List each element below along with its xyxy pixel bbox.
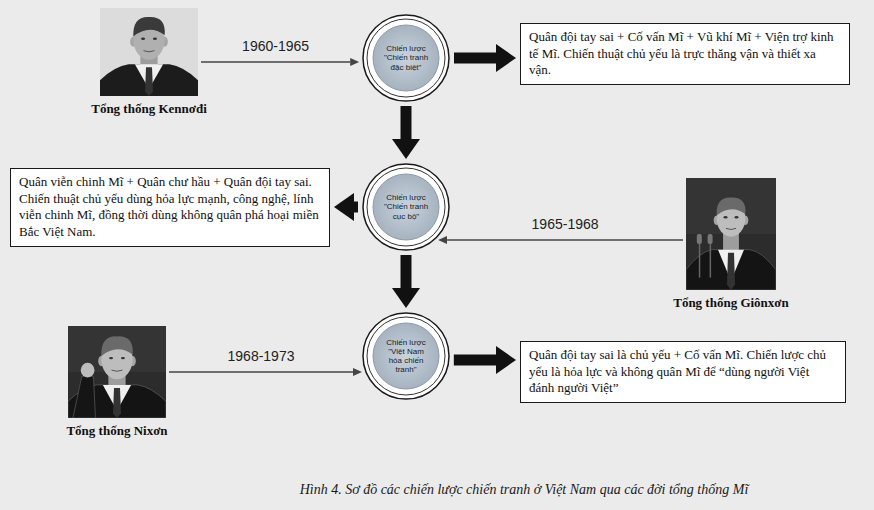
flow-arrow (454, 355, 496, 366)
president-name: Tổng thống Giônxơn (673, 295, 789, 311)
portrait-illustration (686, 178, 776, 290)
period-label: 1960-1965 (242, 38, 309, 54)
period-arrow (169, 371, 353, 372)
period-arrow (201, 61, 350, 62)
description-box: Quân viễn chinh Mĩ + Quân chư hầu + Quân… (10, 168, 330, 247)
flow-arrow (454, 53, 496, 64)
strategy-name: Chiến lược "Chiến tranh đặc biệt" (381, 44, 431, 72)
period-label: 1968-1973 (228, 348, 295, 364)
description-box: Quân đội tay sai + Cố vấn Mĩ + Vũ khí Mĩ… (520, 23, 850, 85)
figure-caption: Hình 4. Sơ đồ các chiến lược chiến tranh… (300, 482, 749, 498)
description-text: Quân đội tay sai là chủ yếu + Cố vấn Mĩ.… (529, 347, 837, 397)
description-box: Quân đội tay sai là chủ yếu + Cố vấn Mĩ.… (520, 341, 846, 403)
strategy-name: Chiến lược "Việt Nam hóa chiến tranh" (381, 338, 431, 375)
strategy-circle: Chiến lược "Chiến tranh đặc biệt" (362, 14, 450, 102)
flow-arrow (354, 202, 358, 213)
president-name: Tổng thống Nixơn (66, 423, 167, 439)
president-portrait: Tổng thống Nixơn (68, 326, 166, 418)
strategy-circle: Chiến lược "Việt Nam hóa chiến tranh" (362, 312, 450, 400)
strategy-name: Chiến lược "Chiến tranh cục bộ" (381, 193, 431, 221)
period-arrow (447, 239, 683, 240)
portrait-illustration (100, 8, 198, 96)
flow-arrow (401, 106, 412, 139)
strategy-circle: Chiến lược "Chiến tranh cục bộ" (362, 163, 450, 251)
description-text: Quân đội tay sai + Cố vấn Mĩ + Vũ khí Mĩ… (529, 29, 841, 79)
flow-arrow (401, 255, 412, 288)
president-name: Tổng thống Kennơđi (91, 101, 207, 117)
period-label: 1965-1968 (532, 216, 599, 232)
portrait-illustration (68, 326, 166, 418)
description-text: Quân viễn chinh Mĩ + Quân chư hầu + Quân… (19, 174, 321, 241)
president-portrait: Tổng thống Giônxơn (686, 178, 776, 290)
president-portrait: Tổng thống Kennơđi (100, 8, 198, 96)
